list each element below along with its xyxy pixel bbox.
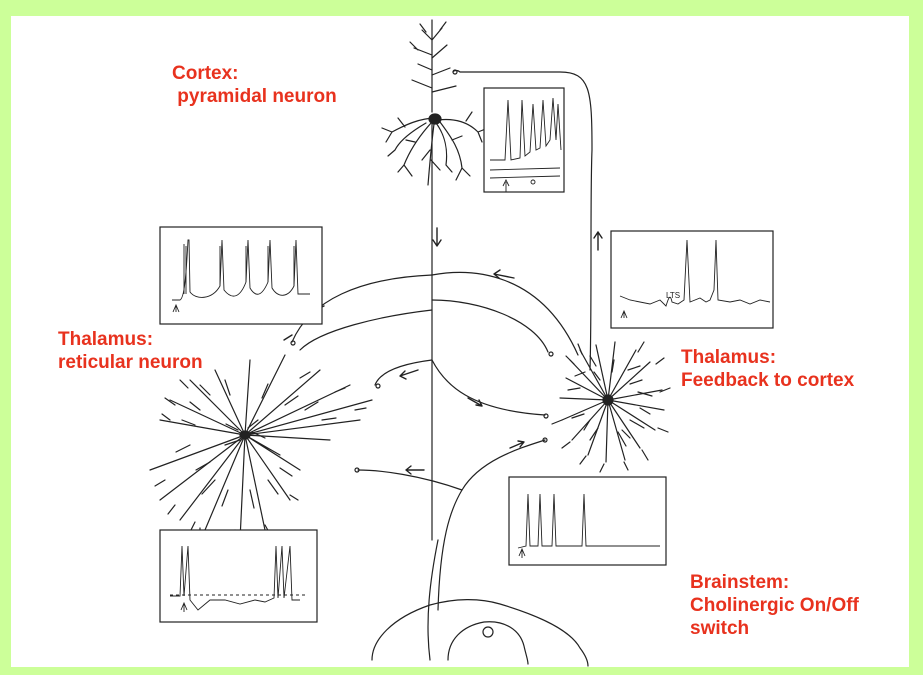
feedback-label: Thalamus: Feedback to cortex [681,346,854,392]
relay-neuron [552,342,670,472]
pyramidal-neuron [382,20,488,185]
brainstem-outline [372,600,588,666]
cortex-trace-panel [484,88,564,192]
brainstem-label: Brainstem: Cholinergic On/Off switch [690,571,859,640]
reticular-trace-panel [160,227,322,324]
brainstem-trace-panel [509,477,666,565]
reticular-label: Thalamus: reticular neuron [58,328,203,374]
feedback-trace-panel: LTS [611,231,773,328]
reticular-hyperpolarization-trace-panel [160,530,317,622]
direction-arrows [284,228,602,474]
reticular-neuron [150,355,372,560]
cortex-label: Cortex: pyramidal neuron [172,62,337,108]
lts-label: LTS [666,291,680,300]
